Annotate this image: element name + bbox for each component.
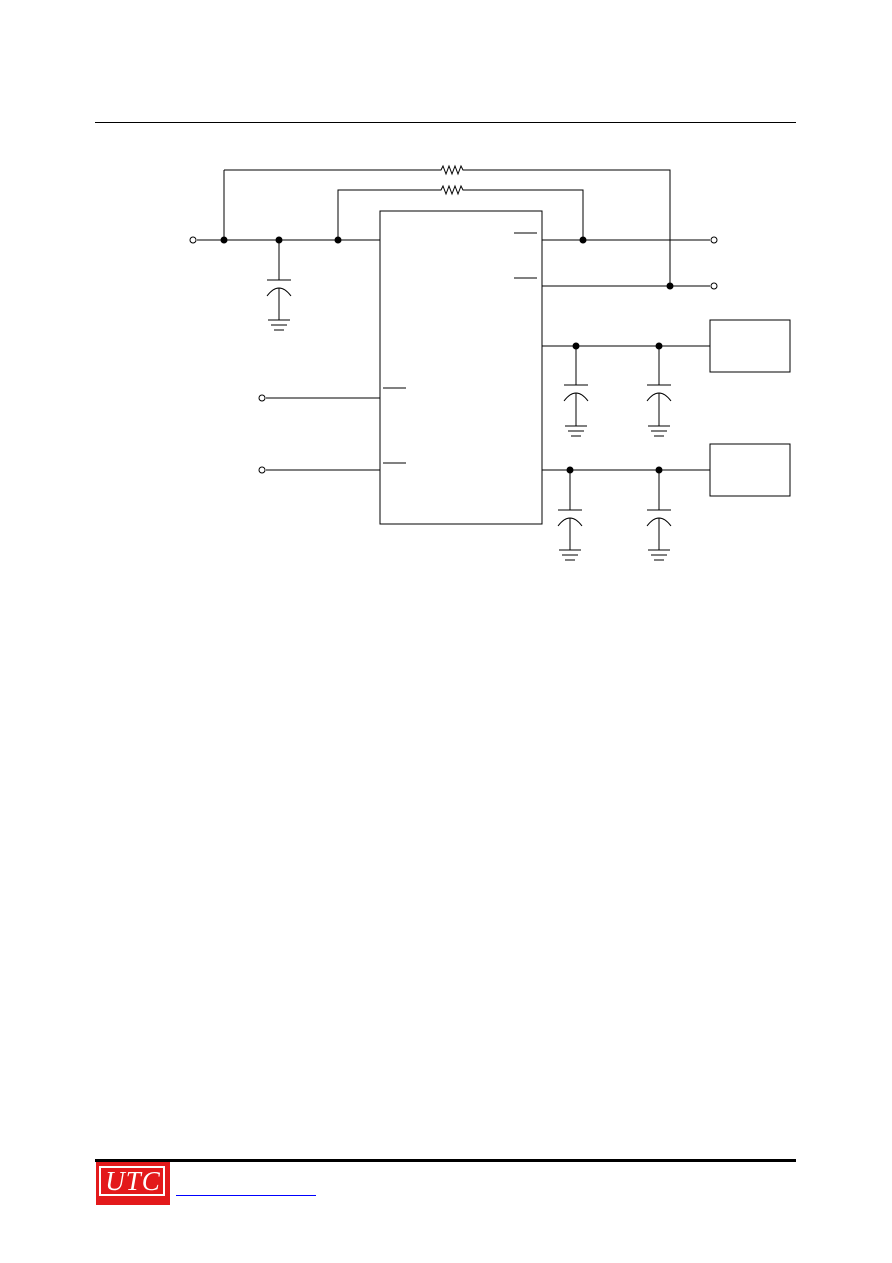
junction-dot <box>579 236 587 244</box>
output-capacitor <box>646 346 672 437</box>
output-terminal-2[interactable] <box>710 282 718 290</box>
junction-dot <box>334 236 342 244</box>
control-terminal-1[interactable] <box>258 394 266 402</box>
link-underline <box>176 1195 316 1196</box>
ic-block <box>379 210 543 525</box>
control-line-1 <box>258 394 380 402</box>
logo-frame <box>99 1166 165 1196</box>
logo-text: UTC <box>105 1166 161 1196</box>
utc-logo: UTC <box>96 1162 170 1205</box>
output-capacitor <box>557 470 583 561</box>
input-capacitor <box>266 240 292 331</box>
control-terminal-2[interactable] <box>258 466 266 474</box>
load-line-2 <box>542 443 791 561</box>
input-terminal[interactable] <box>189 236 197 244</box>
load-line-1 <box>542 319 791 437</box>
output-terminal-1[interactable] <box>710 236 718 244</box>
load-block-1 <box>709 319 791 373</box>
header-rule <box>95 122 796 123</box>
load-block-2 <box>709 443 791 497</box>
junction-dot <box>666 282 674 290</box>
feedback-resistor-bottom <box>337 184 584 240</box>
output-line-2 <box>542 282 718 290</box>
output-capacitor <box>646 470 672 561</box>
control-line-2 <box>258 466 380 474</box>
footer-rule <box>95 1159 796 1162</box>
output-capacitor <box>563 346 589 437</box>
output-line-1 <box>542 236 718 244</box>
junction-dot <box>220 236 228 244</box>
feedback-resistor-top <box>223 164 671 286</box>
footer-website-link[interactable] <box>176 1182 316 1196</box>
input-line <box>189 236 380 244</box>
